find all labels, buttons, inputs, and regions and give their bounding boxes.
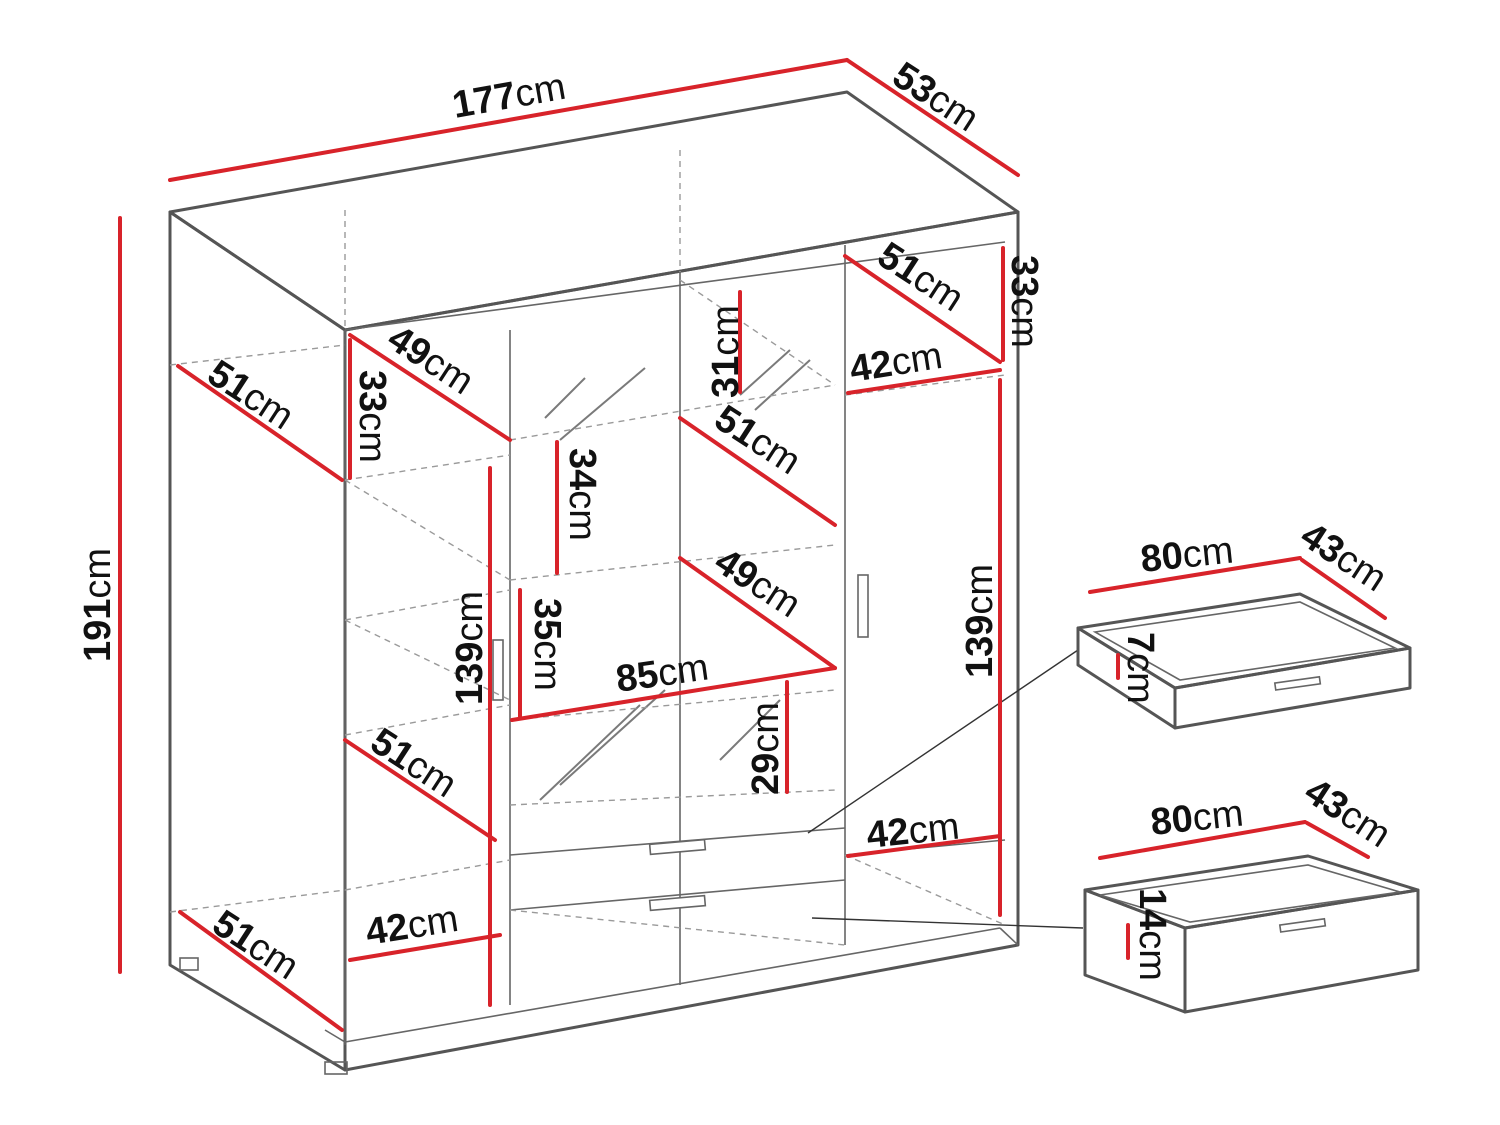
label-overall-depth: 53cm bbox=[885, 54, 986, 140]
label-drawer-large-height: 14cm bbox=[1131, 888, 1173, 981]
dim-line-drawer-small-width bbox=[1088, 556, 1302, 594]
label-overall-height: 191cm bbox=[77, 548, 119, 662]
drawer-small-inner bbox=[1092, 601, 1398, 681]
door-handle-right bbox=[857, 574, 869, 638]
drawer-handle-lower bbox=[648, 894, 707, 912]
hidden-lines bbox=[169, 150, 1006, 946]
label-left-section-height: 139cm bbox=[449, 591, 491, 705]
plinth-line bbox=[344, 927, 1001, 1043]
dim-line-center-d2 bbox=[678, 556, 837, 670]
dim-line-left-shelf-top bbox=[176, 364, 344, 482]
top-band bbox=[344, 241, 1006, 331]
wardrobe-foot-front bbox=[324, 1061, 348, 1075]
dim-line-left-shelf-bottom bbox=[178, 910, 344, 1032]
label-center-h3: 29cm bbox=[745, 702, 787, 795]
label-center-h2: 35cm bbox=[526, 598, 568, 691]
label-left-width: 42cm bbox=[363, 898, 461, 954]
dim-line-drawer-large-depth bbox=[1305, 821, 1370, 859]
label-center-width: 85cm bbox=[613, 646, 711, 701]
label-drawer-large-width: 80cm bbox=[1149, 792, 1246, 843]
plinth-corner-left bbox=[324, 1029, 346, 1043]
leader-small-drawer bbox=[807, 649, 1079, 834]
glass-reflections bbox=[539, 349, 811, 801]
drawer-handle-upper bbox=[648, 838, 707, 856]
dim-line-center-width bbox=[510, 666, 837, 722]
label-left-inner-height: 33cm bbox=[351, 370, 393, 463]
label-right-top-width: 42cm bbox=[847, 335, 945, 391]
dim-line-right-top-depth bbox=[843, 254, 1002, 364]
label-center-top: 31cm bbox=[705, 305, 747, 398]
drawer-large-inner bbox=[1099, 864, 1401, 923]
leader-large-drawer bbox=[811, 917, 1084, 929]
dim-line-depth bbox=[845, 58, 1020, 177]
drawer-small-front bbox=[1173, 646, 1412, 730]
dim-line-right-bottom-width bbox=[846, 834, 1002, 858]
wardrobe-body bbox=[168, 90, 1084, 1075]
label-left-shelf-top: 51cm bbox=[200, 352, 301, 438]
label-right-bottom-width: 42cm bbox=[865, 805, 962, 856]
wardrobe-top-panel bbox=[168, 90, 1020, 332]
dimension-lines bbox=[118, 58, 1387, 1032]
label-left-inner-depth: 49cm bbox=[380, 317, 481, 403]
drawer-small-handle bbox=[1273, 675, 1322, 691]
dim-line-width bbox=[168, 58, 849, 182]
label-left-compartment: 51cm bbox=[363, 720, 464, 806]
label-center-h1: 34cm bbox=[561, 448, 603, 541]
label-right-top-height: 33cm bbox=[1003, 255, 1045, 348]
plinth-corner bbox=[999, 927, 1019, 946]
drawer-small-detail bbox=[1076, 592, 1412, 730]
door-handle-left bbox=[492, 639, 504, 701]
dim-line-right-top-width bbox=[846, 368, 1002, 395]
drawer-large-detail bbox=[1083, 854, 1420, 1014]
label-drawer-small-width: 80cm bbox=[1139, 529, 1236, 580]
label-left-shelf-bottom: 51cm bbox=[205, 902, 306, 988]
dim-line-center-d1 bbox=[678, 416, 837, 527]
drawer-divider-2 bbox=[509, 879, 846, 911]
dim-line-left-inner-depth bbox=[348, 333, 512, 442]
drawer-large-handle bbox=[1278, 917, 1327, 933]
label-right-section-height: 139cm bbox=[959, 564, 1001, 678]
dim-line-drawer-large-width bbox=[1098, 820, 1307, 860]
wardrobe-foot-left bbox=[179, 957, 199, 971]
label-drawer-small-height: 7cm bbox=[1119, 632, 1161, 704]
dim-line-drawer-small-depth bbox=[1300, 558, 1387, 620]
dim-line-left-width bbox=[348, 933, 502, 962]
label-overall-width: 177cm bbox=[449, 66, 569, 127]
drawer-large-front bbox=[1183, 888, 1420, 1014]
dim-line-left-compartment bbox=[343, 738, 497, 842]
